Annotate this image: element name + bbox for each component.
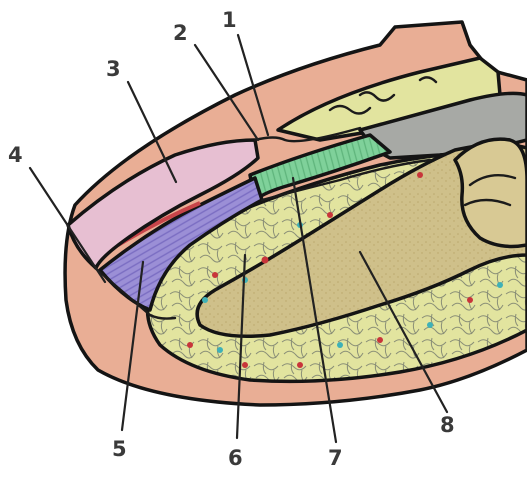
label-1: 1 <box>222 8 237 32</box>
label-7: 7 <box>328 446 343 470</box>
label-8: 8 <box>440 413 455 437</box>
label-4: 4 <box>8 143 23 167</box>
label-5: 5 <box>112 437 127 461</box>
label-6: 6 <box>228 446 243 470</box>
label-3: 3 <box>106 57 121 81</box>
finger-anatomy-illustration <box>65 22 527 405</box>
label-2: 2 <box>173 21 188 45</box>
